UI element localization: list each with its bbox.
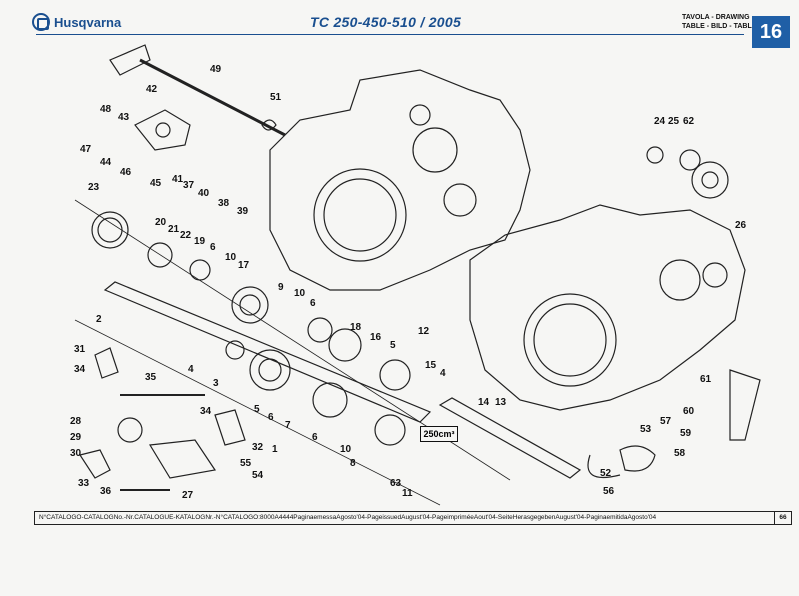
label-6d: 6 bbox=[312, 432, 318, 443]
label-32: 32 bbox=[252, 442, 264, 453]
label-31: 31 bbox=[74, 344, 86, 355]
label-34a: 34 bbox=[74, 364, 86, 375]
part-number-labels: 49 42 51 48 43 47 44 46 45 41 37 40 38 3… bbox=[70, 64, 747, 501]
label-12: 12 bbox=[418, 326, 430, 337]
label-48: 48 bbox=[100, 104, 112, 115]
label-20: 20 bbox=[155, 217, 167, 228]
label-60: 60 bbox=[683, 406, 695, 417]
label-13: 13 bbox=[495, 397, 507, 408]
label-57: 57 bbox=[660, 416, 672, 427]
label-24: 24 bbox=[654, 116, 666, 127]
catalog-text: N°CATALOGO-CATALOGNo.-Nr.CATALOGUE-KATAL… bbox=[39, 514, 657, 521]
table-caption: TAVOLA - DRAWING TABLE - BILD - TABLA bbox=[682, 13, 757, 31]
label-35: 35 bbox=[145, 372, 157, 383]
label-61: 61 bbox=[700, 374, 712, 385]
page-number: 66 bbox=[774, 512, 791, 524]
label-44: 44 bbox=[100, 157, 112, 168]
label-37: 37 bbox=[183, 180, 195, 191]
label-40: 40 bbox=[198, 188, 210, 199]
husqvarna-crown-icon bbox=[32, 13, 50, 31]
label-1: 1 bbox=[272, 444, 278, 455]
crankcase-half-lower bbox=[469, 204, 746, 411]
label-5b: 5 bbox=[254, 404, 260, 415]
main-shaft bbox=[103, 281, 432, 423]
label-2: 2 bbox=[96, 314, 102, 325]
table-number-badge: 16 bbox=[752, 16, 790, 48]
label-4b: 4 bbox=[440, 368, 446, 379]
crankcase-half-upper bbox=[269, 69, 531, 291]
label-27: 27 bbox=[182, 490, 194, 501]
model-title: TC 250-450-510 / 2005 bbox=[310, 14, 462, 30]
label-38: 38 bbox=[218, 198, 230, 209]
label-63: 63 bbox=[390, 478, 402, 489]
label-41: 41 bbox=[172, 174, 184, 185]
label-58: 58 bbox=[674, 448, 686, 459]
label-43: 43 bbox=[118, 112, 130, 123]
label-23: 23 bbox=[88, 182, 100, 193]
table-caption-line-2: TABLE - BILD - TABLA bbox=[682, 23, 757, 30]
label-6c: 6 bbox=[268, 412, 274, 423]
shift-drum bbox=[148, 439, 217, 479]
label-22: 22 bbox=[180, 230, 192, 241]
label-28: 28 bbox=[70, 416, 82, 427]
label-5a: 5 bbox=[390, 340, 396, 351]
label-17: 17 bbox=[238, 260, 250, 271]
label-10c: 10 bbox=[340, 444, 352, 455]
table-caption-line-1: TAVOLA - DRAWING bbox=[682, 14, 750, 21]
label-25: 25 bbox=[668, 116, 680, 127]
brand-logo: Husqvarna bbox=[32, 12, 121, 32]
label-47: 47 bbox=[80, 144, 92, 155]
label-21: 21 bbox=[168, 224, 180, 235]
label-19: 19 bbox=[194, 236, 206, 247]
label-39: 39 bbox=[237, 206, 249, 217]
label-14: 14 bbox=[478, 397, 490, 408]
label-59: 59 bbox=[680, 428, 692, 439]
header-rule bbox=[36, 34, 744, 35]
label-42: 42 bbox=[146, 84, 158, 95]
label-26: 26 bbox=[735, 220, 747, 231]
label-62: 62 bbox=[683, 116, 695, 127]
label-30: 30 bbox=[70, 448, 82, 459]
label-10a: 10 bbox=[225, 252, 237, 263]
label-34b: 34 bbox=[200, 406, 212, 417]
bearing-bore-upper bbox=[313, 168, 407, 262]
label-51: 51 bbox=[270, 92, 282, 103]
label-49: 49 bbox=[210, 64, 222, 75]
label-10b: 10 bbox=[294, 288, 306, 299]
label-9: 9 bbox=[278, 282, 284, 293]
label-54: 54 bbox=[252, 470, 264, 481]
label-6b: 6 bbox=[310, 298, 316, 309]
label-56: 56 bbox=[603, 486, 615, 497]
bearing-bore-lower bbox=[523, 293, 617, 387]
label-16: 16 bbox=[370, 332, 382, 343]
label-53: 53 bbox=[640, 424, 652, 435]
label-33: 33 bbox=[78, 478, 90, 489]
label-45: 45 bbox=[150, 178, 162, 189]
label-52: 52 bbox=[600, 468, 612, 479]
label-3: 3 bbox=[213, 378, 219, 389]
label-4a: 4 bbox=[188, 364, 194, 375]
label-15: 15 bbox=[425, 360, 437, 371]
displacement-box: 250cm³ bbox=[420, 426, 458, 442]
label-36: 36 bbox=[100, 486, 112, 497]
label-55: 55 bbox=[240, 458, 252, 469]
label-46: 46 bbox=[120, 167, 132, 178]
label-29: 29 bbox=[70, 432, 82, 443]
label-8: 8 bbox=[350, 458, 356, 469]
catalog-footer: N°CATALOGO-CATALOGNo.-Nr.CATALOGUE-KATAL… bbox=[34, 511, 792, 525]
label-7: 7 bbox=[285, 420, 291, 431]
counter-shaft bbox=[438, 397, 582, 479]
label-6a: 6 bbox=[210, 242, 216, 253]
label-11: 11 bbox=[402, 488, 413, 499]
brand-name: Husqvarna bbox=[54, 14, 122, 30]
label-18: 18 bbox=[350, 322, 362, 333]
